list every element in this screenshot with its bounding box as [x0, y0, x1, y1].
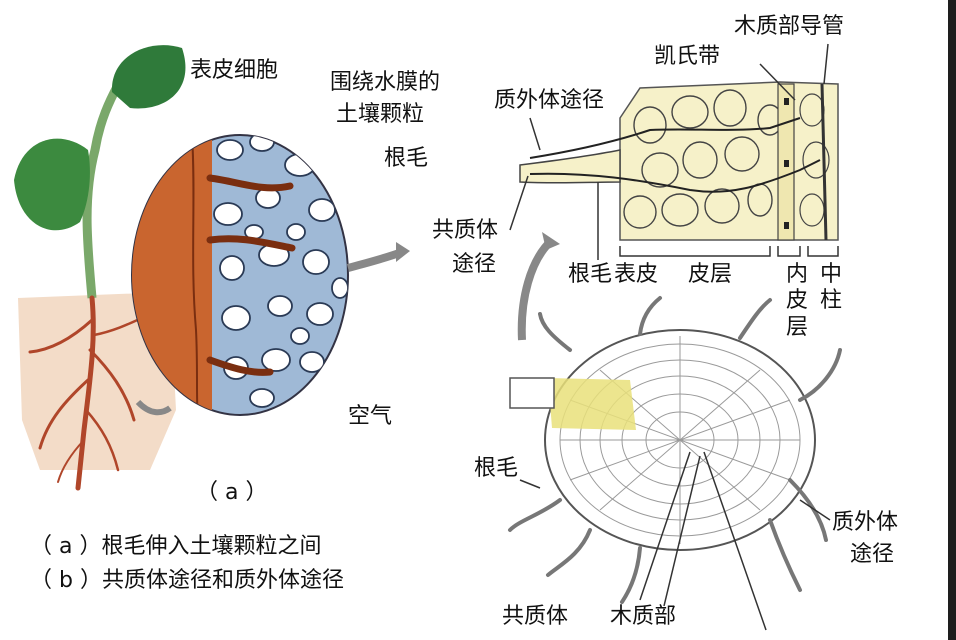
label-air: 空气	[348, 404, 393, 429]
arrow-to-section	[346, 248, 404, 272]
soil-particles	[213, 135, 348, 408]
stem	[82, 82, 122, 299]
cross-root-hairs	[508, 296, 842, 604]
label-epidermal-cell: 表皮细胞	[190, 58, 279, 83]
soil-magnification	[131, 134, 410, 416]
epidermis-band	[132, 135, 212, 415]
label-symplast-2: 途径	[452, 252, 497, 277]
arrow-down	[517, 237, 555, 341]
label-endodermis: 内皮层	[785, 262, 808, 340]
highlight-region	[548, 378, 636, 430]
label-root-hair-b: 根毛	[568, 262, 613, 287]
root-zone	[18, 292, 176, 470]
label-water-film-2: 土壤颗粒	[336, 102, 425, 127]
label-apoplast-right-2: 途径	[850, 542, 895, 567]
label-casparian: 凯氏带	[654, 44, 721, 69]
casparian-dots	[784, 98, 789, 229]
leaf-top	[111, 45, 186, 109]
label-xylem-bottom: 木质部	[610, 604, 677, 629]
extracted-strip	[509, 377, 555, 409]
label-water-film-1: 围绕水膜的	[330, 70, 441, 95]
label-cortex: 皮层	[688, 262, 733, 287]
label-root-hair-a: 根毛	[384, 146, 429, 171]
right-frame-edge	[948, 0, 956, 640]
caption-line-a: （ a ）根毛伸入土壤颗粒之间	[30, 534, 322, 559]
label-symplast-bottom: 共质体	[502, 604, 569, 629]
plant	[14, 45, 186, 491]
apoplast-path	[529, 117, 801, 159]
leaf-left	[14, 138, 90, 231]
xylem-vessel	[820, 83, 828, 241]
label-xylem-vessel: 木质部导管	[734, 14, 845, 39]
label-root-hair-c: 根毛	[474, 456, 519, 481]
root-cross-section	[508, 296, 842, 631]
root-hair-tube	[519, 149, 621, 184]
root-hairs	[206, 174, 296, 376]
label-symplast-1: 共质体	[432, 218, 499, 243]
label-epidermis: 表皮	[614, 262, 659, 287]
label-apoplast-top: 质外体途径	[494, 88, 605, 113]
caption-fig-a: （ a ）	[196, 480, 268, 505]
cortex-cells	[623, 89, 783, 229]
zone-brackets	[619, 246, 839, 257]
label-stele: 中柱	[819, 262, 842, 314]
label-apoplast-right-1: 质外体	[832, 510, 899, 535]
arrow-to-circle	[135, 399, 172, 416]
symplast-path	[529, 159, 821, 193]
caption-line-b: （ b ）共质体途径和质外体途径	[30, 568, 344, 593]
tissue-section	[509, 43, 839, 341]
roots	[28, 295, 162, 491]
